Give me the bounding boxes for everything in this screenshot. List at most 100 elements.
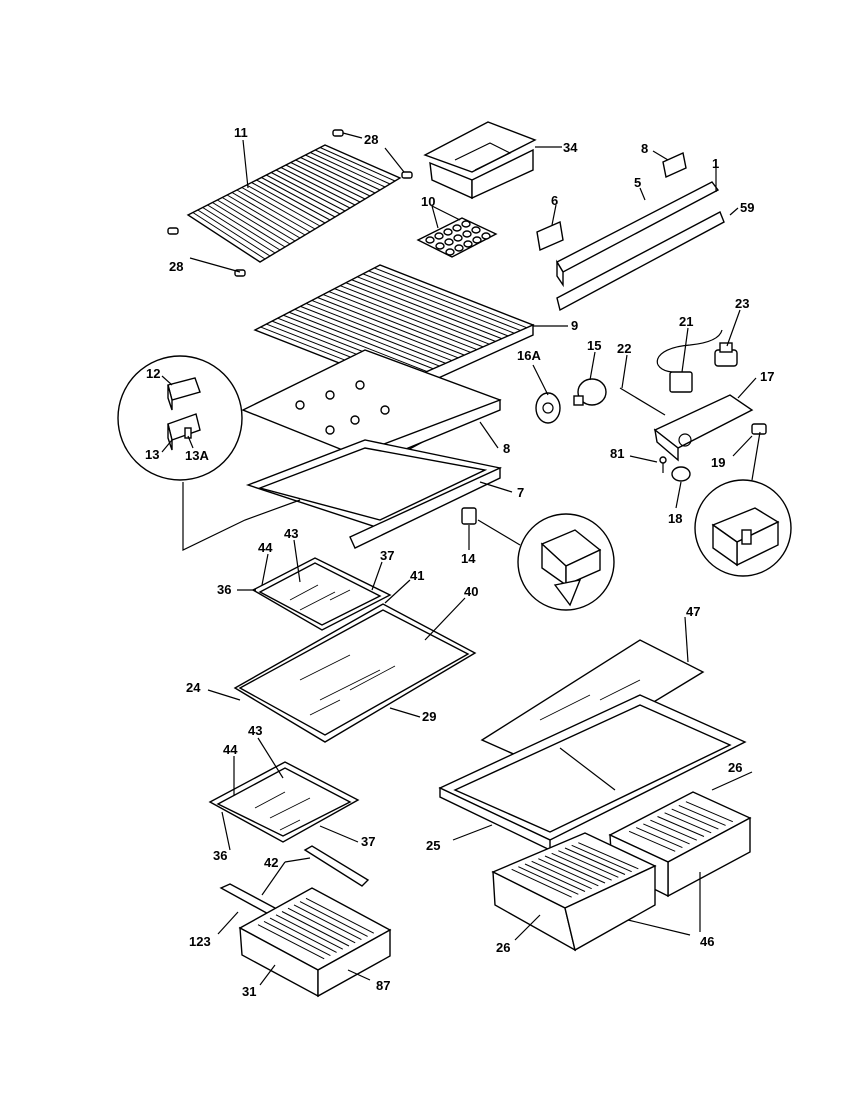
drawer-31 <box>238 887 392 998</box>
callout-26-lower: 26 <box>496 940 510 955</box>
hatch-line <box>678 804 726 826</box>
hatch-line <box>287 907 356 944</box>
hatch-line <box>269 797 311 819</box>
wire-shelf-11 <box>186 144 402 263</box>
hatch-line <box>558 850 619 878</box>
frame-mount <box>350 415 360 425</box>
callout-40: 40 <box>464 584 478 599</box>
hatch-line <box>636 827 683 849</box>
callout-81: 81 <box>610 446 624 461</box>
rod-22 <box>619 387 666 416</box>
hatch-line <box>217 199 291 245</box>
callout-28-bottom: 28 <box>169 259 183 274</box>
callout-6: 6 <box>551 193 558 208</box>
callout-26-upper: 26 <box>728 760 742 775</box>
hatch-line <box>212 202 286 248</box>
half-shelf-upper <box>251 557 392 631</box>
bulb-15 <box>573 378 607 406</box>
hatch-line <box>261 177 336 218</box>
hatch-line <box>351 279 505 341</box>
detail-circle-bracket <box>117 355 301 551</box>
egg-cup <box>453 234 463 242</box>
hatch-line <box>256 179 331 221</box>
callout-34: 34 <box>563 140 578 155</box>
hatch-line <box>299 654 351 681</box>
egg-cup <box>435 242 445 250</box>
egg-cup <box>462 230 472 238</box>
egg-cup <box>454 244 464 252</box>
hatch-line <box>226 194 301 239</box>
callout-17: 17 <box>760 369 774 384</box>
egg-tray-10 <box>416 217 498 258</box>
hatch-line <box>281 911 350 947</box>
callout-46: 46 <box>700 934 714 949</box>
egg-cup <box>425 236 435 244</box>
egg-cup <box>472 236 482 244</box>
switch-14 <box>461 507 477 525</box>
callout-36-lower: 36 <box>213 848 227 863</box>
hatch-line <box>538 858 599 887</box>
hatch-line <box>531 860 592 890</box>
callout-19: 19 <box>711 455 725 470</box>
callout-36-upper: 36 <box>217 582 231 597</box>
hatch-line <box>539 694 591 721</box>
callout-123: 123 <box>189 934 211 949</box>
hatch-line <box>578 842 639 870</box>
callout-21: 21 <box>679 314 693 329</box>
cover-strip-1 <box>556 211 725 312</box>
hatch-line <box>257 924 325 960</box>
hatch-line <box>254 791 286 809</box>
callout-15: 15 <box>587 338 601 353</box>
hatch-line <box>599 679 641 701</box>
hatch-line <box>285 164 361 203</box>
callout-42: 42 <box>264 855 278 870</box>
hatch-line <box>275 914 344 950</box>
hatch-line <box>266 174 341 215</box>
hatch-line <box>317 297 471 358</box>
hatch-line <box>236 189 311 233</box>
shelf-frame-7 <box>245 439 503 549</box>
callout-11: 11 <box>234 125 248 140</box>
hatch-line <box>300 305 454 367</box>
hatch-line <box>300 157 376 194</box>
callout-44-upper: 44 <box>258 540 273 555</box>
hatch-line <box>334 288 488 350</box>
hatch-line <box>357 276 511 338</box>
hatch-line <box>192 212 266 260</box>
hatch-line <box>628 830 676 852</box>
hatch-line <box>207 204 281 251</box>
hatch-line <box>650 819 697 841</box>
hatch-line <box>340 285 494 347</box>
hatch-line <box>315 149 391 185</box>
callout-8-top: 8 <box>641 141 648 156</box>
callout-41: 41 <box>410 568 424 583</box>
frame-mount <box>325 390 335 400</box>
callout-7: 7 <box>517 485 524 500</box>
callout-1: 1 <box>712 156 719 171</box>
egg-cup <box>444 238 454 246</box>
callout-25: 25 <box>426 838 440 853</box>
callout-5: 5 <box>634 175 641 190</box>
hatch-line <box>293 904 362 941</box>
egg-cup <box>443 228 453 236</box>
hatch-line <box>289 584 319 601</box>
thermostat-21 <box>656 329 723 393</box>
hatch-line <box>685 801 733 823</box>
frame-mount <box>380 405 390 415</box>
egg-cup <box>481 232 491 240</box>
hatch-line <box>311 299 466 361</box>
hatch-line <box>322 294 477 356</box>
hatch-line <box>241 187 316 230</box>
callout-29: 29 <box>422 709 436 724</box>
socket-16A <box>535 392 561 424</box>
hatch-line <box>329 589 351 601</box>
hatch-line <box>279 819 301 831</box>
hatch-line <box>294 308 448 370</box>
egg-cup <box>471 226 481 234</box>
hatch-line <box>374 267 528 329</box>
hatch-line <box>518 866 579 895</box>
hatch-line <box>664 812 712 834</box>
callout-47: 47 <box>686 604 700 619</box>
hatch-line <box>221 197 296 242</box>
hatch-line <box>280 167 356 206</box>
